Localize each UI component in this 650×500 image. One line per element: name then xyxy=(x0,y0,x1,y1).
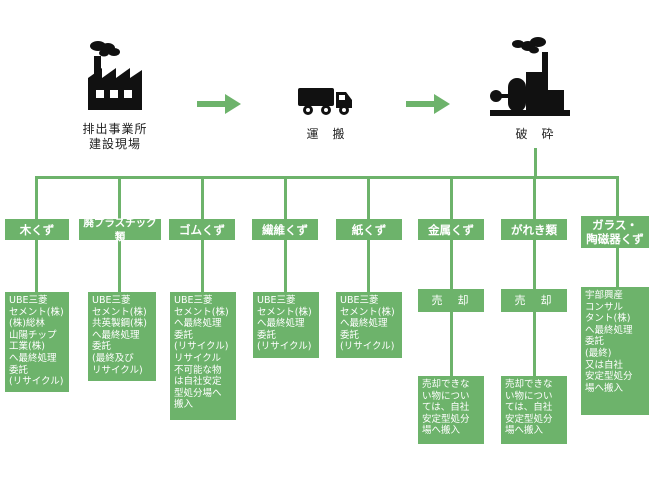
connector-down xyxy=(201,238,204,294)
stage-source-line1: 排出事業所 xyxy=(82,122,148,136)
disposal-detail: 売却できな い物につい ては、自社 安定型処分 場へ搬入 xyxy=(418,376,484,444)
category-wood: 木くず xyxy=(5,219,69,240)
arrow-right-icon xyxy=(197,94,241,114)
stage-source-line2: 建設現場 xyxy=(88,137,141,151)
connector-drop xyxy=(201,176,204,220)
disposal-detail: UBE三菱 セメント(株) へ最終処理 委託 (リサイクル) xyxy=(253,292,319,358)
disposal-detail: 売却できな い物につい ては、自社 安定型処分 場へ搬入 xyxy=(501,376,567,444)
sale-box: 売 却 xyxy=(501,289,567,312)
connector-down xyxy=(367,238,370,294)
category-metal: 金属くず xyxy=(418,219,484,240)
category-glass-ceramic: ガラス・ 陶磁器くず xyxy=(581,216,649,248)
stage-transport-label: 運 搬 xyxy=(306,127,346,141)
connector-drop xyxy=(533,176,536,220)
category-plastic: 廃プラスチック類 xyxy=(79,217,161,243)
disposal-detail: UBE三菱 セメント(株) (株)総林 山陽チップ 工業(株) へ最終処理 委託… xyxy=(5,292,69,392)
category-fiber: 繊維くず xyxy=(252,219,318,240)
truck-icon xyxy=(298,88,352,115)
disposal-detail: UBE三菱 セメント(株) へ最終処理 委託 (リサイクル) xyxy=(336,292,402,358)
stage-source-label: 排出事業所 建設現場 xyxy=(72,122,158,152)
disposal-detail: UBE三菱 セメント(株) へ最終処理 委託 (リサイクル) リサイクル 不可能… xyxy=(170,292,236,420)
connector-trunk xyxy=(534,148,537,178)
connector-drop xyxy=(616,176,619,220)
connector-drop xyxy=(450,176,453,220)
connector-drop xyxy=(35,176,38,220)
stage-crush-label: 破 砕 xyxy=(515,127,555,141)
connector-down xyxy=(450,238,453,290)
disposal-detail: UBE三菱 セメント(株) 共英製鋼(株) へ最終処理 委託 (最終及び リサイ… xyxy=(88,292,156,381)
crushing-plant-icon xyxy=(490,37,570,116)
connector-bus xyxy=(35,176,618,179)
sale-box: 売 却 xyxy=(418,289,484,312)
connector-down xyxy=(616,246,619,288)
category-rubble: がれき類 xyxy=(501,219,567,240)
connector-down xyxy=(284,238,287,294)
connector-down xyxy=(118,238,121,294)
connector-down xyxy=(533,310,536,378)
connector-drop xyxy=(118,176,121,220)
arrow-right-icon xyxy=(406,94,450,114)
connector-drop xyxy=(367,176,370,220)
connector-down xyxy=(35,238,38,294)
connector-drop xyxy=(284,176,287,220)
disposal-detail: 宇部興産 コンサル タント(株) へ最終処理 委託 (最終) 又は自社 安定型処… xyxy=(581,287,649,415)
category-rubber: ゴムくず xyxy=(169,219,235,240)
connector-down xyxy=(450,310,453,378)
connector-down xyxy=(533,238,536,290)
factory-icon xyxy=(88,41,142,110)
category-paper: 紙くず xyxy=(336,219,402,240)
